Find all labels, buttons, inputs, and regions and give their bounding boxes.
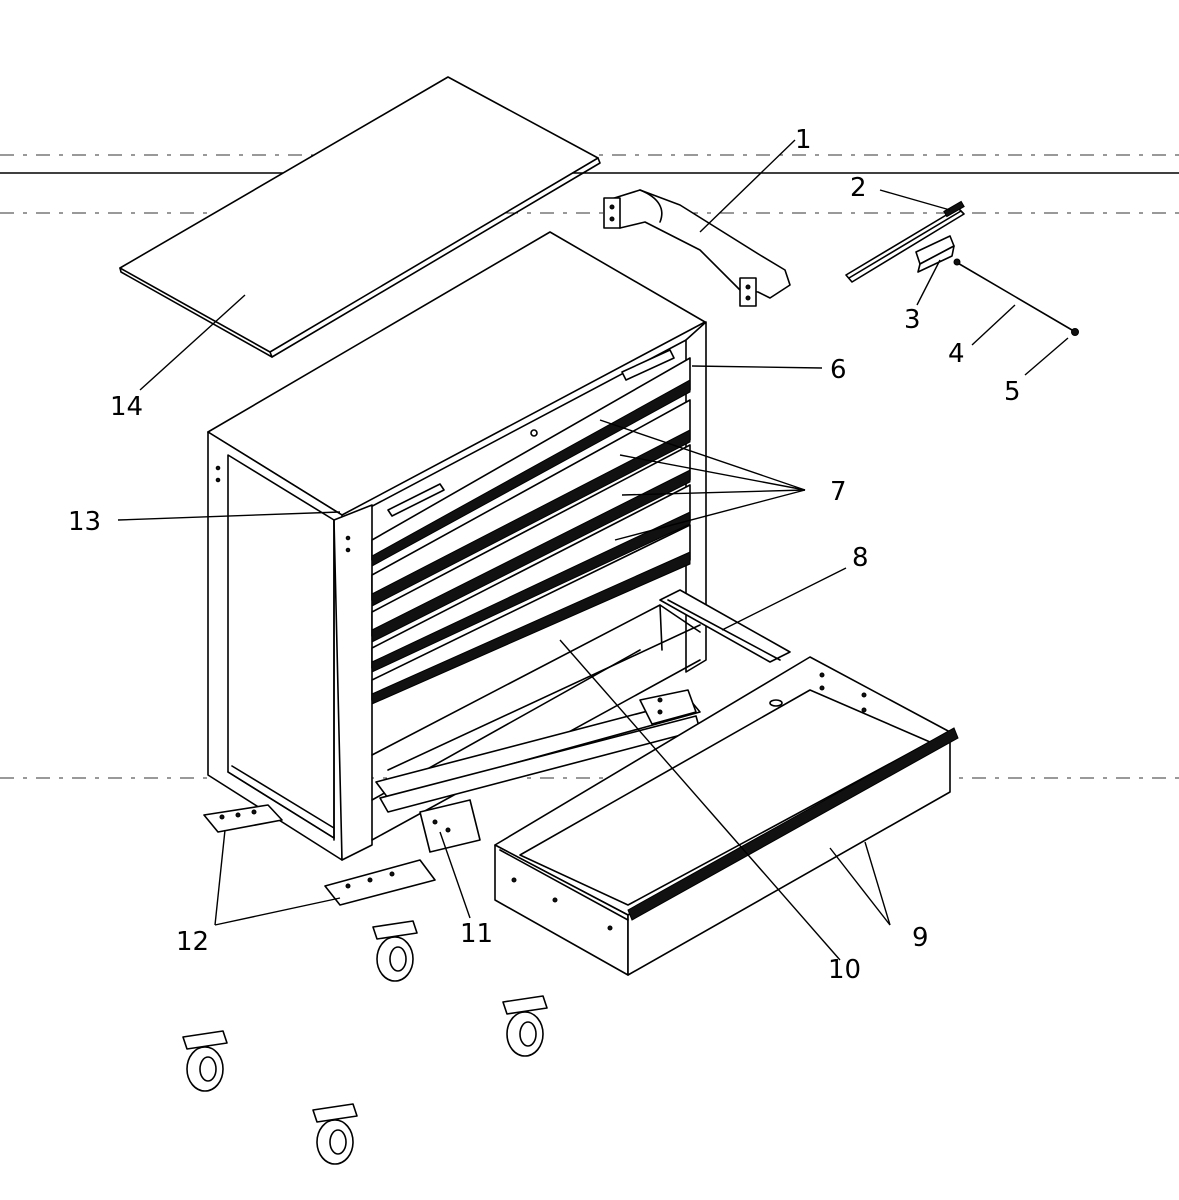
cabinet-body <box>207 231 707 861</box>
top-mat-part <box>119 76 601 358</box>
strip-part <box>845 200 965 283</box>
callout-9: 9 <box>912 923 929 953</box>
callout-14: 14 <box>110 392 143 422</box>
casters-part <box>182 920 548 1165</box>
handle-part <box>603 189 791 307</box>
latch-part <box>915 235 955 273</box>
callout-5: 5 <box>1004 377 1021 407</box>
callout-10: 10 <box>828 955 861 985</box>
callout-13: 13 <box>68 507 101 537</box>
callout-3: 3 <box>904 305 921 335</box>
callout-11: 11 <box>460 919 493 949</box>
rod-part <box>953 258 1079 336</box>
caster-2 <box>502 995 548 1057</box>
bottom-drawer-part <box>494 656 959 976</box>
callout-4: 4 <box>948 339 965 369</box>
leader-lines <box>117 139 1069 961</box>
callout-labels: 1 2 3 4 5 6 7 8 9 10 11 12 13 14 <box>68 125 1021 985</box>
callout-12: 12 <box>176 927 209 957</box>
caster-1 <box>372 920 418 982</box>
caster-plates-part <box>203 804 436 906</box>
callout-2: 2 <box>850 173 867 203</box>
caster-3 <box>182 1030 228 1092</box>
callout-8: 8 <box>852 543 869 573</box>
callout-1: 1 <box>795 125 812 155</box>
callout-7: 7 <box>830 477 847 507</box>
drawers-part <box>371 357 691 705</box>
slide-rail-part <box>375 589 791 853</box>
caster-4 <box>312 1103 358 1165</box>
callout-6: 6 <box>830 355 847 385</box>
